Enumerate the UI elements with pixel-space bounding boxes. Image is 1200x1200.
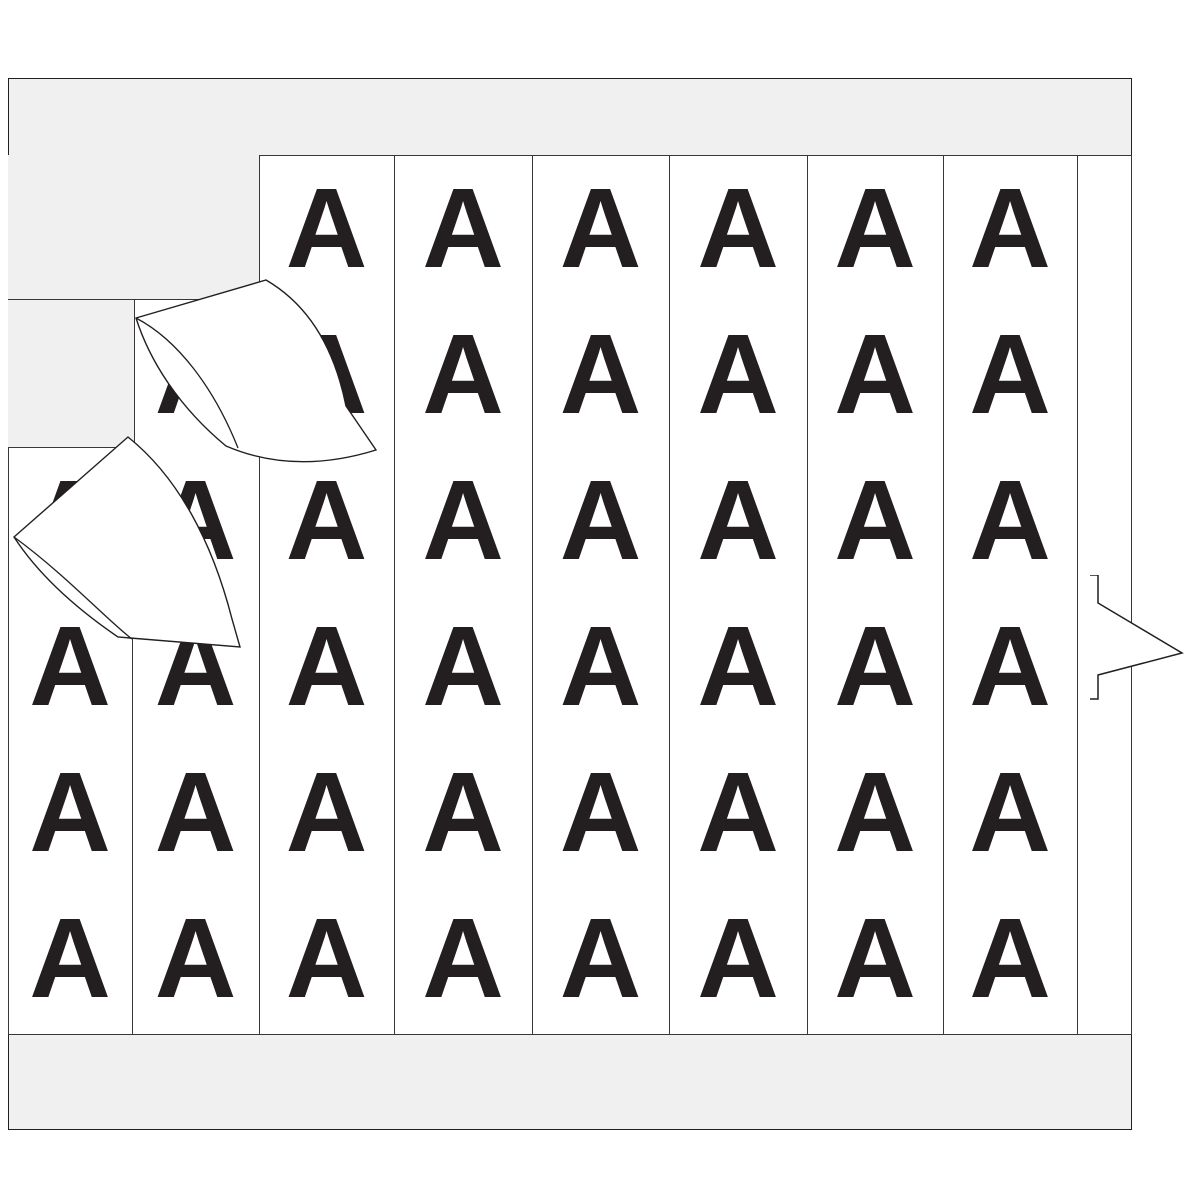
- label-letter[interactable]: A: [29, 749, 111, 875]
- die-cut-rule-5: [669, 156, 670, 1034]
- die-cut-rule-6: [807, 156, 808, 1034]
- peel-face-upper: [135, 279, 378, 463]
- backing-exposed-left-second-row: [8, 300, 135, 448]
- label-letter[interactable]: A: [969, 603, 1051, 729]
- die-cut-rule-3: [394, 156, 395, 1034]
- peeled-label-upper-shape: [135, 279, 378, 463]
- label-letter[interactable]: A: [285, 895, 368, 1021]
- label-letter[interactable]: A: [285, 165, 368, 291]
- label-letter[interactable]: A: [697, 749, 779, 875]
- label-letter[interactable]: A: [834, 165, 916, 291]
- label-letter[interactable]: A: [834, 603, 916, 729]
- die-cut-rule-7: [943, 156, 944, 1034]
- label-letter[interactable]: A: [422, 749, 504, 875]
- label-letter[interactable]: A: [969, 311, 1051, 437]
- label-letter[interactable]: A: [697, 603, 779, 729]
- label-letter[interactable]: A: [969, 895, 1051, 1021]
- peeled-label-lower-shape: [13, 436, 241, 648]
- label-letter[interactable]: A: [422, 895, 504, 1021]
- label-letter[interactable]: A: [559, 311, 642, 437]
- label-letter[interactable]: A: [834, 311, 916, 437]
- label-letter[interactable]: A: [697, 457, 779, 583]
- peeled-label-upper[interactable]: [118, 278, 378, 463]
- label-letter[interactable]: A: [559, 165, 642, 291]
- die-cut-rule-2: [259, 156, 260, 1034]
- backing-exposed-top-left: [8, 155, 260, 300]
- label-letter[interactable]: A: [697, 895, 779, 1021]
- label-letter[interactable]: A: [834, 457, 916, 583]
- die-cut-rule-8: [1077, 156, 1078, 1034]
- label-letter[interactable]: A: [834, 895, 916, 1021]
- label-letter[interactable]: A: [285, 749, 368, 875]
- peeled-label-lower[interactable]: [0, 425, 260, 655]
- label-letter[interactable]: A: [969, 457, 1051, 583]
- label-letter[interactable]: A: [285, 457, 368, 583]
- label-letter[interactable]: A: [969, 749, 1051, 875]
- label-letter[interactable]: A: [697, 165, 779, 291]
- label-letter[interactable]: A: [559, 895, 642, 1021]
- die-cut-rule-4: [532, 156, 533, 1034]
- die-cut-rule-9: [1131, 156, 1132, 1034]
- die-cut-rule-0: [8, 156, 9, 1034]
- label-letter[interactable]: A: [285, 603, 368, 729]
- label-letter[interactable]: A: [559, 603, 642, 729]
- label-letter[interactable]: A: [422, 165, 504, 291]
- label-letter[interactable]: A: [559, 457, 642, 583]
- label-letter[interactable]: A: [154, 749, 237, 875]
- peel-crease-lower: [13, 536, 133, 640]
- label-letter[interactable]: A: [29, 603, 111, 729]
- peel-crease-upper: [135, 317, 239, 449]
- label-letter[interactable]: A: [834, 749, 916, 875]
- label-letter[interactable]: A: [422, 311, 504, 437]
- label-letter[interactable]: A: [154, 895, 237, 1021]
- label-letter[interactable]: A: [422, 457, 504, 583]
- label-letter[interactable]: A: [559, 749, 642, 875]
- peel-face-lower: [13, 436, 241, 648]
- label-letter[interactable]: A: [697, 311, 779, 437]
- label-letter[interactable]: A: [422, 603, 504, 729]
- label-letter[interactable]: A: [29, 895, 111, 1021]
- label-letter[interactable]: A: [969, 165, 1051, 291]
